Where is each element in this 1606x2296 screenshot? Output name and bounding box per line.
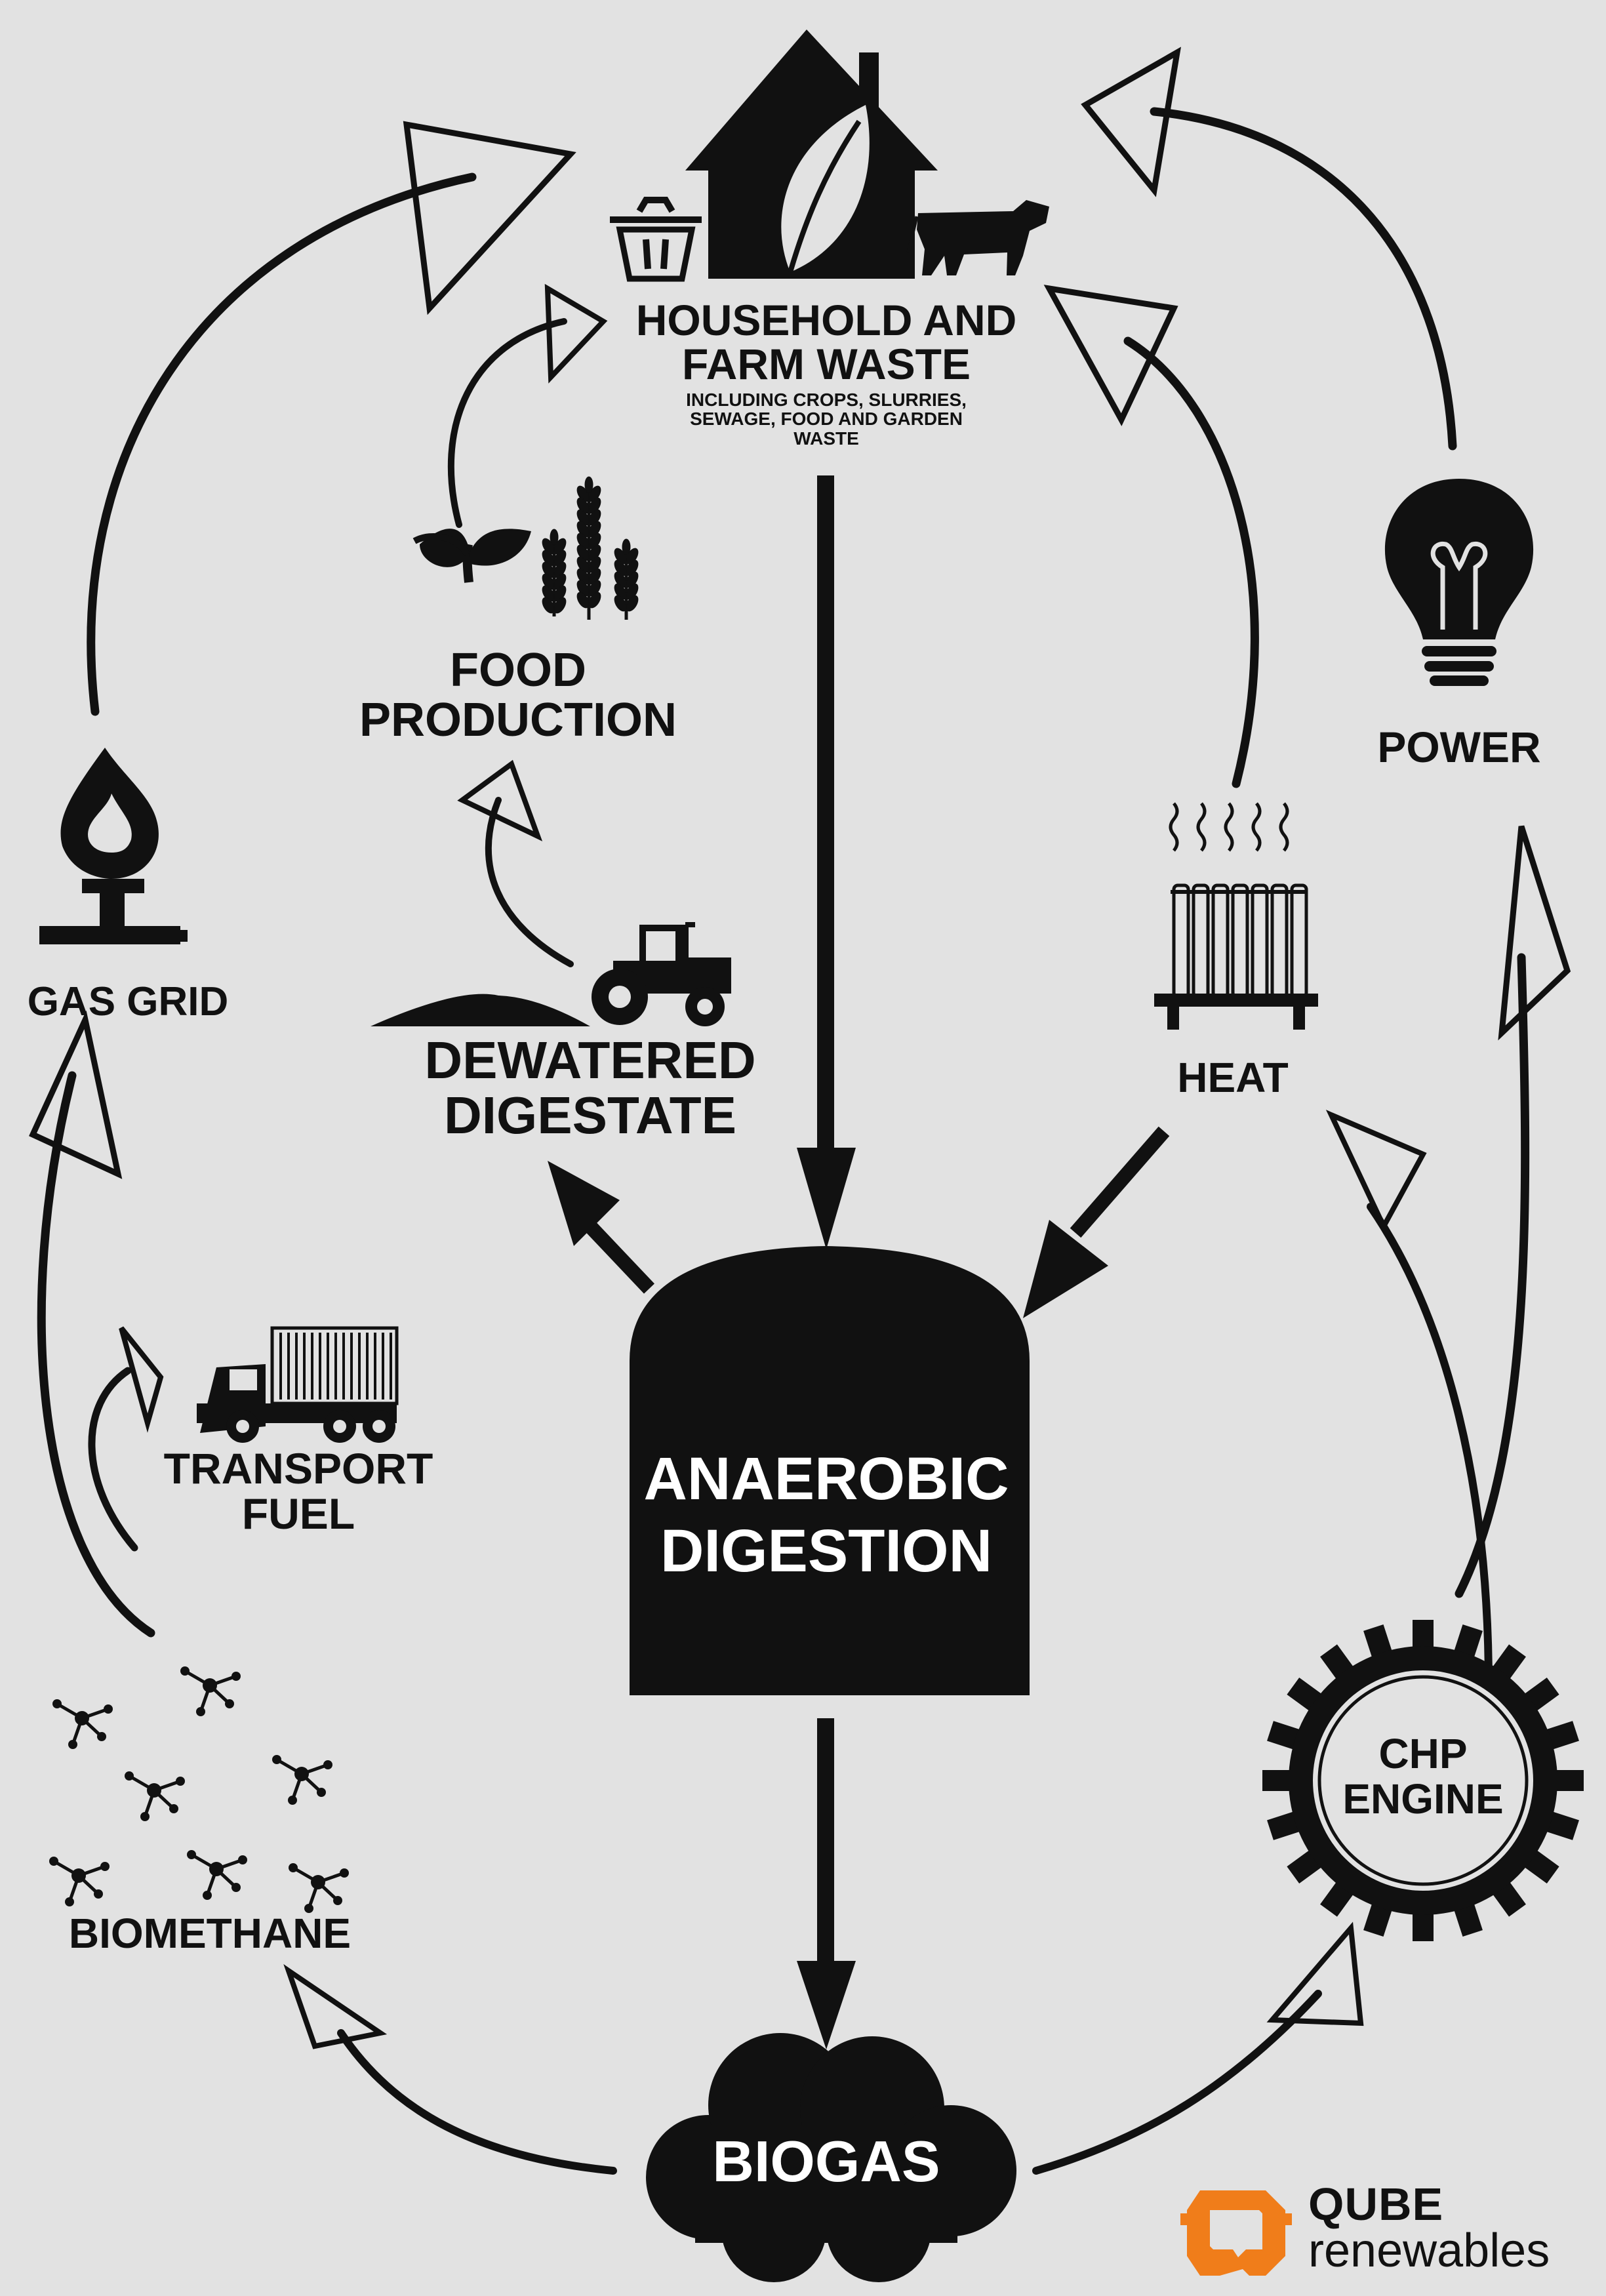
arrow-head-digestion-right	[1023, 1220, 1108, 1318]
food-production-label: FOOD PRODUCTION	[315, 646, 721, 745]
arrow-head-digestate	[548, 1161, 620, 1246]
radiator-icon	[1154, 803, 1318, 1030]
arrow-shaft-heat-to-digestion	[1075, 1131, 1164, 1233]
arrow-shaft-digestion-to-digestate	[590, 1226, 649, 1289]
arrow-head-household-left	[407, 125, 571, 308]
household-subtitle-line2: SEWAGE, FOOD AND GARDEN	[630, 409, 1023, 428]
food-line1: FOOD	[315, 646, 721, 696]
household-subtitle-line1: INCLUDING CROPS, SLURRIES,	[630, 390, 1023, 409]
arrow-chp-to-power	[1459, 957, 1525, 1594]
arrow-shaft-digestion-to-biogas	[817, 1718, 834, 1994]
arrow-head-chp	[1272, 1928, 1361, 2023]
chp-engine-label: CHP ENGINE	[1312, 1731, 1535, 1822]
arrow-head-power	[1502, 826, 1567, 1033]
truck-icon	[197, 1328, 397, 1443]
transport-line1: TRANSPORT	[144, 1446, 452, 1491]
transport-fuel-label: TRANSPORT FUEL	[144, 1446, 452, 1537]
arrow-biogas-to-biomethane	[341, 2033, 613, 2171]
power-label: POWER	[1351, 725, 1567, 770]
arrow-shaft-household-to-digestion	[817, 475, 834, 1190]
logo-word-qube: QUBE	[1308, 2181, 1439, 2229]
household-subtitle-line3: WASTE	[630, 429, 1023, 448]
arrow-gas-grid-to-household	[91, 177, 472, 712]
chp-line2: ENGINE	[1312, 1777, 1535, 1822]
sprout-icon	[414, 529, 531, 584]
digestion-line1: ANAEROBIC	[616, 1443, 1036, 1515]
household-title: HOUSEHOLD AND FARM WASTE	[590, 298, 1062, 387]
arrow-digestate-to-food	[489, 800, 571, 964]
cow-icon	[908, 200, 1049, 275]
wheat-icon	[540, 477, 640, 620]
molecule-icon	[49, 1666, 349, 1913]
gas-flame-icon	[39, 748, 188, 944]
arrow-biomethane-to-transport	[92, 1371, 134, 1548]
anaerobic-digestion-label: ANAEROBIC DIGESTION	[616, 1443, 1036, 1588]
light-bulb-icon	[1385, 479, 1533, 686]
qube-logo-icon	[1180, 2190, 1292, 2276]
digestate-line2: DIGESTATE	[387, 1088, 793, 1143]
digestate-label: DEWATERED DIGESTATE	[387, 1033, 793, 1143]
biomethane-label: BIOMETHANE	[39, 1912, 380, 1956]
arrow-head-household-top	[1085, 52, 1177, 190]
arrow-head-digestion-top	[797, 1148, 856, 1249]
arrow-head-gas-grid	[33, 1020, 118, 1174]
food-line2: PRODUCTION	[315, 696, 721, 746]
chp-line1: CHP	[1312, 1731, 1535, 1777]
transport-line2: FUEL	[144, 1491, 452, 1537]
arrow-head-transport	[121, 1328, 161, 1423]
trash-bin-icon	[610, 200, 702, 279]
household-subtitle: INCLUDING CROPS, SLURRIES, SEWAGE, FOOD …	[630, 390, 1023, 448]
digestion-line2: DIGESTION	[616, 1515, 1036, 1587]
arrow-head-biomethane	[289, 1971, 380, 2046]
arrow-heat-to-household	[1128, 341, 1255, 784]
house-leaf-icon	[685, 30, 938, 279]
household-title-line1: HOUSEHOLD AND	[590, 298, 1062, 342]
arrow-food-to-household	[451, 321, 564, 525]
arrow-chp-to-heat	[1371, 1207, 1489, 1685]
tractor-icon	[371, 925, 731, 1026]
arrow-power-to-household	[1154, 111, 1453, 446]
digestate-line1: DEWATERED	[387, 1033, 793, 1088]
arrow-head-heat	[1331, 1115, 1423, 1226]
logo-word-renewables: renewables	[1308, 2226, 1597, 2276]
heat-label: HEAT	[1134, 1056, 1331, 1100]
arrow-head-biogas	[797, 1961, 856, 2049]
gas-grid-label: GAS GRID	[0, 980, 256, 1023]
biogas-label: BIOGAS	[662, 2131, 990, 2192]
household-title-line2: FARM WASTE	[590, 342, 1062, 386]
arrow-head-household-right	[1049, 289, 1174, 420]
